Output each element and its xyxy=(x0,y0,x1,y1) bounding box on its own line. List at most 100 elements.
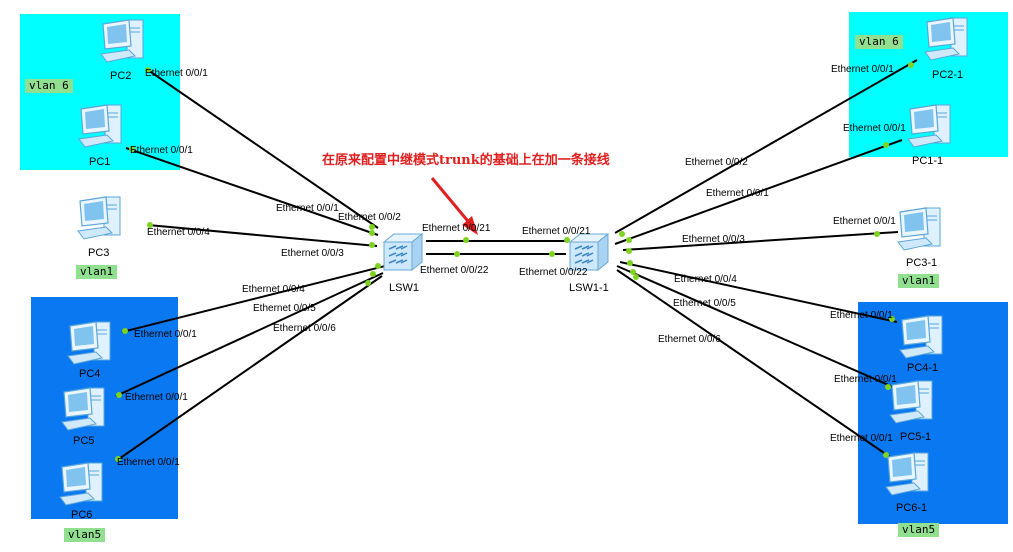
lsw1-1-port-label: Ethernet 0/0/21 xyxy=(522,226,591,237)
pc5-label: PC5 xyxy=(73,435,95,447)
link-pc1 xyxy=(125,147,379,236)
lsw1-switch-icon[interactable] xyxy=(382,232,424,272)
lsw1-1-port-label: Ethernet 0/0/22 xyxy=(519,267,588,278)
pc5-pc-icon[interactable] xyxy=(61,387,105,431)
pc5-1-port-label: Ethernet 0/0/1 xyxy=(834,374,897,385)
vlan-tag: vlan 6 xyxy=(25,79,73,93)
pc6-1-port-label: Ethernet 0/0/1 xyxy=(830,433,893,444)
lsw1-1-switch-icon[interactable] xyxy=(568,232,610,272)
vlan-tag: vlan 6 xyxy=(855,35,903,49)
pc3-1-label: PC3-1 xyxy=(906,257,938,269)
port-dot xyxy=(908,62,914,68)
pc1-1-pc-icon[interactable] xyxy=(907,104,951,148)
pc2-label: PC2 xyxy=(110,70,132,82)
port-dot xyxy=(129,146,135,152)
port-dot xyxy=(626,237,632,243)
lsw1-port-label: Ethernet 0/0/3 xyxy=(281,248,344,259)
pc5-1-pc-icon[interactable] xyxy=(889,380,933,424)
port-dot xyxy=(365,280,371,286)
pc4-1-port-label: Ethernet 0/0/1 xyxy=(830,310,893,321)
link-pc5 xyxy=(115,272,384,397)
port-dot xyxy=(564,237,570,243)
pc3-1-pc-icon[interactable] xyxy=(897,207,941,251)
pc1-port-label: Ethernet 0/0/1 xyxy=(130,145,193,156)
pc6-port-label: Ethernet 0/0/1 xyxy=(117,457,180,468)
pc5-port-label: Ethernet 0/0/1 xyxy=(125,392,188,403)
pc4-1-pc-icon[interactable] xyxy=(899,315,943,359)
port-dot xyxy=(369,242,375,248)
port-dot xyxy=(883,142,889,148)
link-pc2 xyxy=(147,69,379,229)
link-pc3-1 xyxy=(622,231,899,251)
lsw1-1-port-label: Ethernet 0/0/3 xyxy=(682,234,745,245)
vlan-tag: vlan1 xyxy=(76,265,118,279)
pc2-port-label: Ethernet 0/0/1 xyxy=(145,68,208,79)
lsw1-label: LSW1 xyxy=(389,282,419,294)
pc6-pc-icon[interactable] xyxy=(59,462,103,506)
pc3-label: PC3 xyxy=(88,247,110,259)
port-dot xyxy=(619,231,625,237)
pc1-label: PC1 xyxy=(89,156,111,168)
lsw1-1-port-label: Ethernet 0/0/2 xyxy=(685,157,748,168)
port-dot xyxy=(454,251,460,257)
port-dot xyxy=(626,248,632,254)
pc1-1-port-label: Ethernet 0/0/1 xyxy=(843,123,906,134)
lsw1-1-port-label: Ethernet 0/0/6 xyxy=(658,334,721,345)
port-dot xyxy=(549,251,555,257)
link-pc3 xyxy=(147,224,378,247)
pc1-pc-icon[interactable] xyxy=(78,104,122,148)
pc2-pc-icon[interactable] xyxy=(100,19,144,63)
pc4-label: PC4 xyxy=(79,368,101,380)
pc3-port-label: Ethernet 0/0/4 xyxy=(147,227,210,238)
vlan-tag: vlan5 xyxy=(898,523,940,537)
pc6-1-pc-icon[interactable] xyxy=(885,452,929,496)
link-pc2-1 xyxy=(614,59,918,234)
link-pc4 xyxy=(121,265,386,333)
port-dot xyxy=(633,274,639,280)
lsw1-1-label: LSW1-1 xyxy=(569,282,609,294)
pc6-1-label: PC6-1 xyxy=(896,502,928,514)
link-pc1-1 xyxy=(614,139,903,245)
pc5-1-label: PC5-1 xyxy=(900,431,932,443)
annotation-arrow xyxy=(430,177,474,227)
port-dot xyxy=(145,67,151,73)
port-dot xyxy=(116,392,122,398)
lsw1-1-port-label: Ethernet 0/0/5 xyxy=(673,298,736,309)
link-pc6-1 xyxy=(616,269,891,458)
port-dot xyxy=(147,222,153,228)
annotation-note: 在原来配置中继模式trunk的基础上在加一条接线 xyxy=(322,153,610,168)
pc3-pc-icon[interactable] xyxy=(77,196,121,240)
port-dot xyxy=(115,456,121,462)
lsw1-1-port-label: Ethernet 0/0/4 xyxy=(674,274,737,285)
link-pc4-1 xyxy=(619,261,898,323)
pc4-port-label: Ethernet 0/0/1 xyxy=(134,329,197,340)
port-dot xyxy=(885,384,891,390)
port-dot xyxy=(874,231,880,237)
port-dot xyxy=(369,230,375,236)
port-dot xyxy=(375,263,381,269)
pc3-1-port-label: Ethernet 0/0/1 xyxy=(833,216,896,227)
link-pc6 xyxy=(115,275,383,462)
arrow-head-icon xyxy=(462,216,478,235)
lsw1-port-label: Ethernet 0/0/5 xyxy=(253,303,316,314)
pc4-pc-icon[interactable] xyxy=(67,321,111,365)
pc2-1-port-label: Ethernet 0/0/1 xyxy=(831,64,894,75)
lsw1-1-port-label: Ethernet 0/0/1 xyxy=(706,188,769,199)
link-pc5-1 xyxy=(616,265,894,388)
lsw1-port-label: Ethernet 0/0/4 xyxy=(242,284,305,295)
port-dot xyxy=(370,271,376,277)
port-dot xyxy=(463,237,469,243)
port-dot xyxy=(889,316,895,322)
pc2-1-pc-icon[interactable] xyxy=(924,17,968,61)
port-dot xyxy=(627,260,633,266)
pc4-1-label: PC4-1 xyxy=(907,362,939,374)
pc6-label: PC6 xyxy=(71,509,93,521)
vlan-tag: vlan5 xyxy=(64,528,106,542)
lsw1-port-label: Ethernet 0/0/1 xyxy=(276,203,339,214)
port-dot xyxy=(369,224,375,230)
lsw1-port-label: Ethernet 0/0/6 xyxy=(273,323,336,334)
pc2-1-label: PC2-1 xyxy=(932,69,964,81)
lsw1-port-label: Ethernet 0/0/22 xyxy=(420,265,489,276)
port-dot xyxy=(630,269,636,275)
